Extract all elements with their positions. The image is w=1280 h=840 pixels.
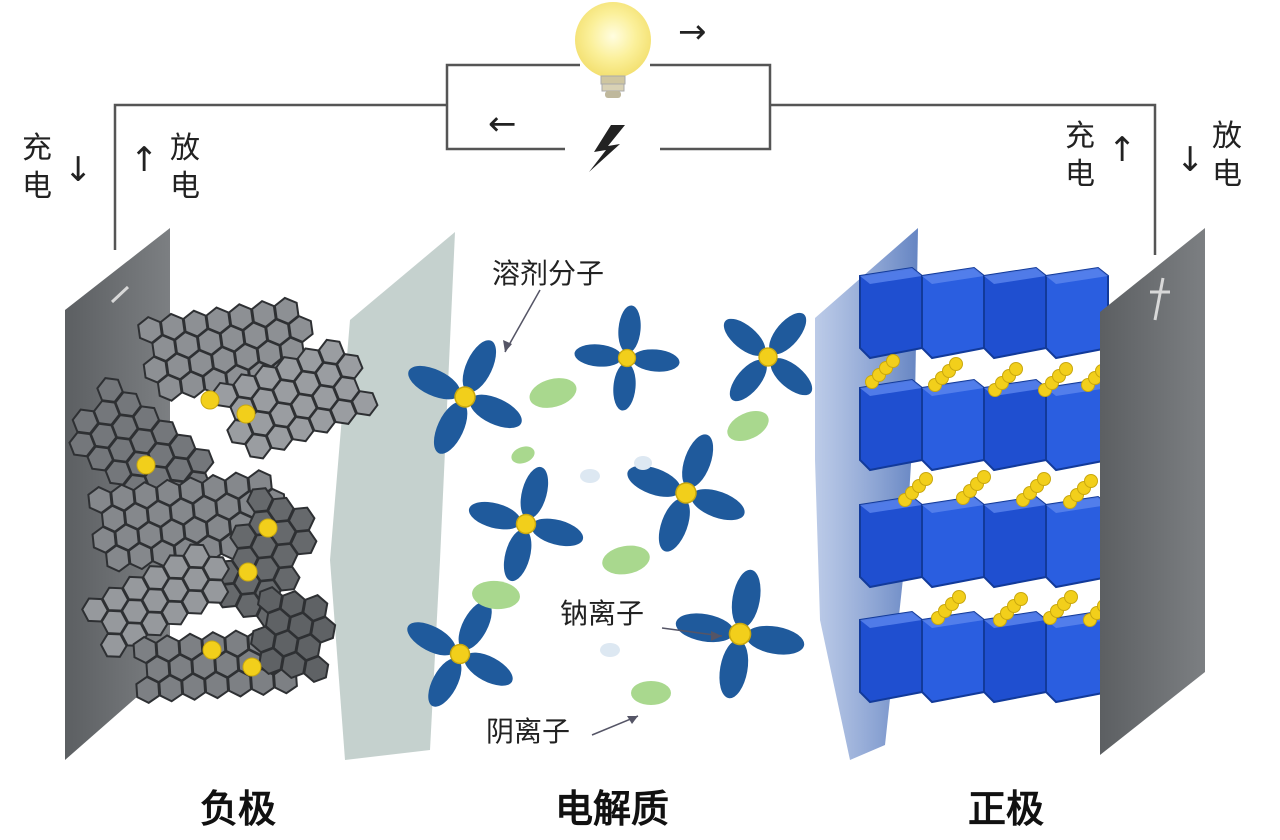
intercalated-sodium: [258, 518, 278, 538]
solvent-molecule: [769, 312, 807, 355]
solvent-molecule-label: 溶剂分子: [492, 257, 605, 290]
solvent-molecule: [618, 305, 641, 353]
intercalated-sodium: [202, 640, 222, 660]
solvent-molecule: [723, 318, 766, 356]
solvent-molecule: [627, 465, 681, 497]
cathode-label: 正极: [968, 787, 1045, 831]
sodium-chain-ion: [1059, 362, 1073, 376]
intercalated-sodium: [200, 390, 220, 410]
sodium-ion-label: 钠离子: [560, 597, 645, 630]
cathode-charge-label: 充电: [1065, 119, 1095, 192]
solvent-molecule: [691, 489, 745, 521]
solvent-molecule: [469, 394, 522, 429]
solvent-molecule: [520, 466, 549, 519]
intercalated-sodium: [136, 455, 156, 475]
sodium-ion: [758, 347, 778, 367]
solvent-molecule: [458, 601, 492, 650]
solvent-molecule: [531, 518, 584, 547]
sodium-chain-ion: [1084, 474, 1098, 488]
cathode-charge-arrow: ↑: [1108, 130, 1137, 170]
sodium-chain-ion: [1009, 362, 1023, 376]
solvent-molecule: [503, 529, 532, 582]
graphite-layers: [64, 295, 381, 705]
anion: [511, 446, 535, 464]
solvent-molecule: [464, 652, 513, 686]
solvated-sodium-ion: [675, 569, 805, 699]
cathode-discharge-label: 放电: [1212, 119, 1242, 192]
sodium-ion: [617, 348, 637, 368]
sodium-chain-ion: [977, 470, 991, 484]
sodium-ion: [675, 482, 697, 504]
intercalated-sodium: [236, 404, 256, 424]
electrolyte-label: 电解质: [555, 787, 670, 831]
solvent-molecule: [675, 613, 734, 643]
solvated-sodium-ion: [574, 305, 680, 411]
faint-anion: [580, 469, 600, 483]
solvent-molecule: [613, 363, 636, 411]
solvent-molecule: [462, 340, 497, 393]
solvent-molecule: [746, 625, 805, 655]
intercalated-sodium: [242, 657, 262, 677]
solvent-molecule: [632, 349, 680, 372]
solvent-molecule: [658, 498, 690, 552]
anion: [631, 681, 671, 705]
anion: [602, 545, 650, 575]
sodium-chain-ion: [1037, 472, 1051, 486]
solvent-molecule: [719, 640, 749, 699]
faint-anion: [634, 456, 652, 470]
solvent-molecule: [770, 358, 813, 396]
sodium-chain-ion: [919, 472, 933, 486]
lightning-icon: [589, 125, 625, 172]
solvated-sodium-ion: [407, 601, 513, 707]
solvent-molecule: [428, 658, 462, 707]
intercalated-sodium: [238, 562, 258, 582]
sodium-chain-ion: [952, 590, 966, 604]
sodium-chain-ion: [1064, 590, 1078, 604]
solvent-molecule: [433, 401, 468, 454]
sodium-ion: [449, 643, 471, 665]
solvent-molecule: [574, 344, 622, 367]
solvated-sodium-ion: [627, 434, 745, 552]
solvent-molecule: [408, 365, 461, 400]
sodium-chain-ion: [1014, 592, 1028, 606]
faint-anion: [600, 643, 620, 657]
solvated-sodium-ion: [468, 466, 584, 582]
solvent-molecule: [468, 501, 521, 530]
current-arrow-right: →: [678, 12, 707, 52]
solvent-molecule: [407, 622, 456, 656]
solvated-sodium-ion: [723, 312, 813, 402]
cathode-plate: [1100, 228, 1205, 755]
anion: [727, 410, 769, 442]
anion: [529, 378, 577, 408]
sodium-ion: [515, 513, 537, 535]
electrolyte-particles: [407, 305, 813, 707]
solvated-sodium-ion: [408, 340, 522, 454]
sodium-chain-ion: [949, 357, 963, 371]
anode-charge-arrow: ↓: [64, 150, 93, 190]
sodium-chain-ion: [886, 354, 900, 368]
anion: [472, 580, 520, 610]
anion-label: 阴离子: [486, 715, 571, 748]
solvent-molecule: [682, 434, 714, 488]
anode-label: 负极: [200, 787, 277, 831]
current-arrow-left: ←: [488, 104, 517, 144]
sodium-ion: [454, 386, 476, 408]
cathode-discharge-arrow: ↓: [1176, 140, 1205, 180]
sodium-ion: [728, 622, 752, 646]
solvent-molecule: [731, 569, 761, 628]
anode-charge-label: 充电: [22, 131, 52, 204]
anode-discharge-label: 放电: [170, 131, 200, 204]
solvent-molecule: [729, 359, 767, 402]
light-bulb-icon: [575, 2, 651, 98]
anode-discharge-arrow: ↑: [130, 140, 159, 180]
